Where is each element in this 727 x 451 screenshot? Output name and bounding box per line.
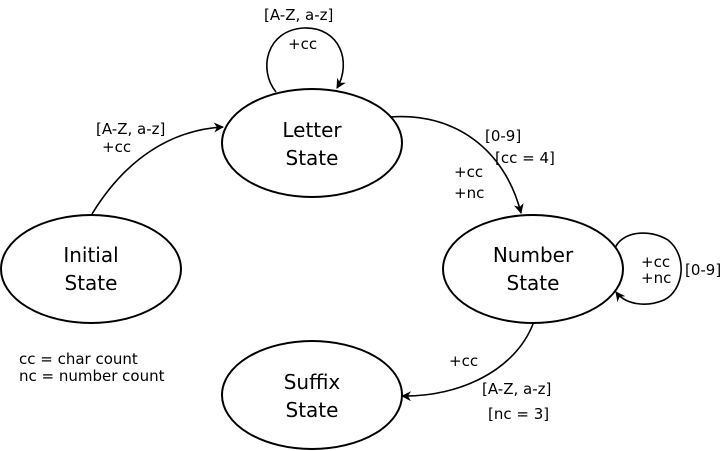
- letter-self-action: +cc: [288, 35, 317, 53]
- letter-to-number-guard: [cc = 4]: [495, 149, 555, 167]
- state-initial-shape: [0, 214, 182, 324]
- state-letter: Letter State: [221, 88, 403, 198]
- number-to-suffix-condition: [A-Z, a-z]: [482, 380, 551, 398]
- state-letter-label-line1: Letter: [282, 118, 342, 142]
- number-to-suffix-action: +cc: [449, 352, 478, 370]
- state-initial-label-line2: State: [65, 271, 118, 295]
- initial-to-letter-action: +cc: [102, 138, 131, 156]
- letter-to-number-condition: [0-9]: [485, 127, 521, 145]
- letter-to-number-action-nc: +nc: [454, 184, 484, 202]
- state-suffix-label-line2: State: [286, 398, 339, 422]
- legend: cc = char count nc = number count: [19, 350, 165, 385]
- letter-to-number-action-cc: +cc: [454, 163, 483, 181]
- number-self-condition: [0-9]: [685, 261, 721, 279]
- edge-number-to-suffix: [401, 323, 534, 402]
- state-number-label-line1: Number: [493, 243, 574, 267]
- number-to-suffix-guard: [nc = 3]: [488, 405, 549, 423]
- legend-nc: nc = number count: [19, 367, 165, 385]
- state-suffix: Suffix State: [221, 340, 403, 450]
- state-letter-shape: [221, 88, 403, 198]
- state-number-label-line2: State: [507, 271, 560, 295]
- state-suffix-label-line1: Suffix: [284, 370, 341, 394]
- initial-to-letter-condition: [A-Z, a-z]: [96, 120, 165, 138]
- letter-self-condition: [A-Z, a-z]: [264, 6, 333, 24]
- edge-letter-self-loop: [266, 27, 346, 93]
- legend-cc: cc = char count: [19, 350, 138, 368]
- state-number: Number State: [442, 214, 624, 324]
- state-suffix-shape: [221, 340, 403, 450]
- state-initial-label-line1: Initial: [63, 243, 118, 267]
- number-self-action-cc: +cc: [641, 253, 670, 271]
- number-self-action-nc: +nc: [641, 269, 671, 287]
- state-number-shape: [442, 214, 624, 324]
- state-initial: Initial State: [0, 214, 182, 324]
- edge-number-self-loop: [614, 232, 682, 305]
- state-letter-label-line2: State: [286, 146, 339, 170]
- edge-letter-to-number: [389, 115, 524, 214]
- edge-initial-to-letter: [91, 122, 224, 215]
